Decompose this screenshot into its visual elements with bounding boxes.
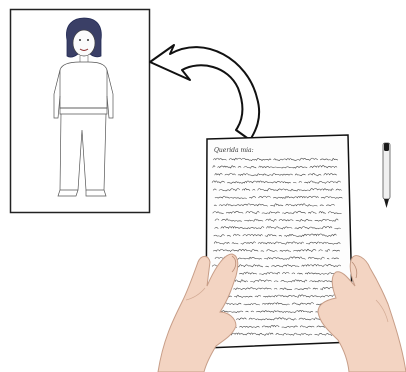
pen <box>383 143 390 208</box>
curved-arrow <box>150 45 259 140</box>
left-hand <box>158 254 238 372</box>
drawing-of-woman <box>11 10 150 213</box>
letter-greeting: Querida mia: <box>214 147 254 154</box>
